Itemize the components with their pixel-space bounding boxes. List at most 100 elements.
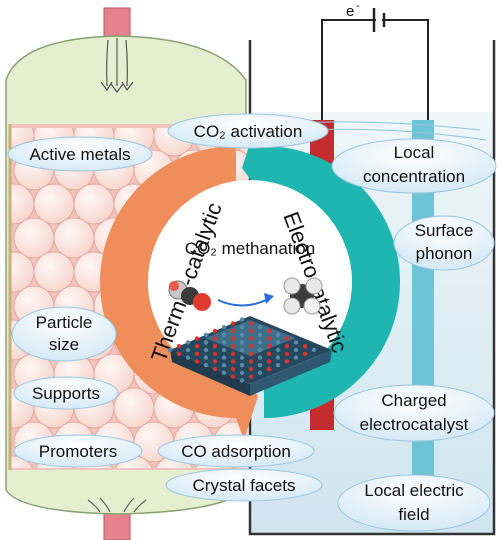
crystal-atom bbox=[212, 366, 218, 372]
crystal-facets-bubble: Crystal facets bbox=[165, 468, 323, 502]
co2-activation-label: CO₂ activation bbox=[194, 122, 303, 141]
crystal-atom bbox=[257, 355, 263, 360]
crystal-atom bbox=[266, 336, 272, 341]
crystal-facets-label: Crystal facets bbox=[193, 476, 296, 495]
local-concentration-label-line2: concentration bbox=[363, 167, 465, 186]
crystal-atom bbox=[212, 336, 218, 341]
crystal-atom bbox=[248, 336, 254, 341]
charged-electrocatalyst-label-line2: electrocatalyst bbox=[360, 415, 469, 434]
crystal-atom bbox=[257, 347, 263, 353]
charged-electrocatalyst-bubble: Charged electrocatalyst bbox=[333, 384, 495, 442]
crystal-atom bbox=[266, 351, 272, 356]
crystal-atom bbox=[167, 347, 173, 353]
crystal-atom bbox=[257, 332, 263, 337]
crystal-atom bbox=[230, 366, 236, 372]
crystal-atom bbox=[212, 351, 218, 356]
crystal-atom bbox=[239, 347, 245, 353]
supports-label: Supports bbox=[32, 384, 100, 403]
particle-size-label-line1: Particle bbox=[36, 313, 93, 332]
crystal-atom bbox=[239, 317, 245, 322]
crystal-atom bbox=[275, 363, 281, 368]
crystal-atom bbox=[284, 359, 290, 364]
crystal-atom bbox=[275, 347, 281, 353]
crystal-atom bbox=[248, 328, 254, 334]
crystal-atom bbox=[275, 340, 281, 345]
inlet-pipe bbox=[103, 7, 131, 39]
crystal-atom bbox=[284, 344, 290, 349]
crystal-atom bbox=[257, 370, 263, 375]
crystal-atom bbox=[248, 344, 254, 349]
crystal-atom bbox=[221, 340, 227, 345]
crystal-atom bbox=[230, 359, 236, 364]
crystal-atom bbox=[230, 321, 236, 326]
crystal-atom bbox=[266, 344, 272, 349]
crystal-atom bbox=[194, 351, 200, 356]
supports-bubble: Supports bbox=[13, 376, 119, 410]
catalyst-pellet bbox=[113, 387, 155, 429]
external-circuit bbox=[321, 8, 429, 120]
crystal-atom bbox=[266, 366, 272, 372]
crystal-atom bbox=[194, 359, 200, 364]
co-adsorption-bubble: CO adsorption bbox=[157, 434, 315, 468]
crystal-atom bbox=[194, 344, 200, 349]
crystal-atom bbox=[293, 355, 299, 360]
crystal-atom bbox=[194, 336, 200, 341]
crystal-atom bbox=[185, 347, 191, 353]
crystal-atom bbox=[239, 363, 245, 368]
crystal-atom bbox=[302, 344, 308, 349]
particle-size-label-line2: size bbox=[49, 335, 79, 354]
crystal-atom bbox=[257, 325, 263, 330]
crystal-atom bbox=[185, 355, 191, 360]
local-concentration-label-line1: Local bbox=[394, 143, 435, 162]
crystal-atom bbox=[275, 332, 281, 337]
crystal-atom bbox=[230, 374, 236, 379]
battery-gap bbox=[376, 17, 382, 23]
crystal-atom bbox=[311, 347, 317, 353]
charged-electrocatalyst-label-line1: Charged bbox=[381, 391, 446, 410]
crystal-atom bbox=[230, 351, 236, 356]
catalyst-pellet bbox=[73, 183, 115, 225]
crystal-atom bbox=[221, 347, 227, 353]
crystal-atom bbox=[212, 344, 218, 349]
crystal-atom bbox=[284, 336, 290, 341]
particle-size-bubble: Particle size bbox=[11, 306, 117, 362]
crystal-atom bbox=[221, 325, 227, 330]
crystal-atom bbox=[203, 332, 209, 337]
catalyst-pellet bbox=[10, 455, 33, 468]
crystal-atom bbox=[239, 355, 245, 360]
local-electric-field-label-line2: field bbox=[398, 505, 429, 524]
catalyst-crystal-icon bbox=[167, 316, 332, 396]
crystal-atom bbox=[239, 378, 245, 383]
crystal-atom bbox=[239, 370, 245, 375]
central-cycle: Thermal-catalytic Electrocatalytic CO₂ m… bbox=[100, 124, 400, 440]
crystal-atom bbox=[230, 328, 236, 334]
crystal-atom bbox=[239, 325, 245, 330]
catalyst-pellet bbox=[33, 251, 75, 293]
active-metals-bubble: Active metals bbox=[7, 136, 153, 172]
crystal-atom bbox=[203, 363, 209, 368]
center-title: CO₂ methanation bbox=[185, 239, 315, 258]
crystal-atom bbox=[203, 347, 209, 353]
outlet-pipe bbox=[103, 509, 131, 540]
catalyst-pellet bbox=[53, 217, 95, 259]
crystal-atom bbox=[221, 332, 227, 337]
crystal-atom bbox=[248, 359, 254, 364]
crystal-atom bbox=[203, 340, 209, 345]
promoters-bubble: Promoters bbox=[13, 434, 143, 468]
catalyst-pellet bbox=[10, 251, 35, 293]
local-electric-field-bubble: Local electric field bbox=[337, 474, 491, 532]
crystal-atom bbox=[257, 340, 263, 345]
electron-label: e bbox=[346, 3, 354, 20]
crystal-atom bbox=[248, 374, 254, 379]
crystal-atom bbox=[212, 328, 218, 334]
crystal-atom bbox=[248, 321, 254, 326]
crystal-atom bbox=[221, 370, 227, 375]
crystal-atom bbox=[257, 363, 263, 368]
gas-inflow-arrows bbox=[100, 38, 134, 93]
surface-phonon-bubble: Surface phonon bbox=[393, 215, 495, 271]
crystal-atom bbox=[293, 347, 299, 353]
catalyst-pellet bbox=[13, 217, 55, 259]
local-electric-field-label-line1: Local electric bbox=[364, 481, 464, 500]
electron-charge: - bbox=[356, 0, 360, 12]
